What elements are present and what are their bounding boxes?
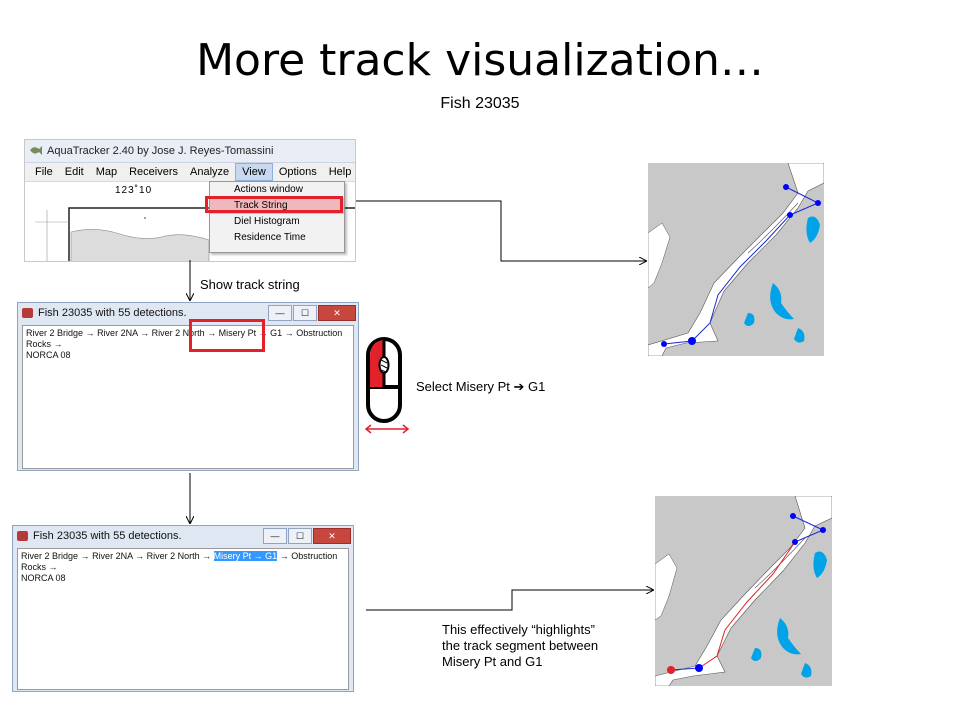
channel-water	[655, 496, 832, 686]
track-arrow: →	[48, 562, 58, 572]
track-arrow: →	[207, 328, 217, 338]
track-arrow: →	[202, 551, 212, 561]
receiver[interactable]	[790, 513, 796, 519]
fish-window-icon	[22, 308, 33, 318]
receiver[interactable]	[783, 184, 789, 190]
receiver[interactable]	[787, 212, 793, 218]
menu-item-actions-window[interactable]: Actions window	[234, 184, 303, 195]
select-segment-note: Select Misery Pt ➔ G1 ➔	[416, 379, 546, 394]
track-station[interactable]: River 2 Bridge	[21, 551, 79, 561]
fish-track	[792, 515, 824, 543]
track-arrow: →	[53, 339, 63, 349]
menubar: File Edit Map Receivers Analyze View Opt…	[25, 163, 355, 182]
show-track-string-note: Show track string	[200, 277, 300, 292]
minimize-button[interactable]: —	[268, 305, 292, 321]
window-controls: — ☐ ✕	[267, 305, 356, 321]
lake	[744, 313, 755, 326]
receiver[interactable]	[661, 341, 667, 347]
highlighted-track-segment	[698, 541, 796, 669]
minimize-button[interactable]: —	[263, 528, 287, 544]
lake	[813, 551, 827, 578]
close-button[interactable]: ✕	[318, 305, 356, 321]
aquatracker-window: AquaTracker 2.40 by Jose J. Reyes-Tomass…	[24, 139, 356, 262]
lake	[794, 328, 805, 343]
receiver-misery-pt[interactable]	[695, 664, 703, 672]
menu-view[interactable]: View	[235, 163, 273, 181]
segment-highlight-box	[189, 319, 265, 352]
track-map-full[interactable]	[648, 163, 824, 356]
menu-receivers[interactable]: Receivers	[129, 166, 179, 178]
menu-item-residence-time[interactable]: Residence Time	[234, 232, 306, 243]
menu-item-diel-histogram[interactable]: Diel Histogram	[234, 216, 300, 227]
receiver[interactable]	[820, 527, 826, 533]
maximize-button[interactable]: ☐	[288, 528, 312, 544]
receiver-g1[interactable]	[792, 539, 798, 545]
aquatracker-titlebar: AquaTracker 2.40 by Jose J. Reyes-Tomass…	[25, 140, 355, 163]
track-station[interactable]: River 2 Bridge	[26, 328, 84, 338]
track-station[interactable]: NORCA 08	[21, 573, 66, 583]
track-arrow: →	[140, 328, 150, 338]
fish-window-titlebar: Fish 23035 with 55 detections. — ☐ ✕	[13, 526, 353, 546]
track-station[interactable]: River 2 North	[151, 328, 205, 338]
track-segment-misery-g1-selected[interactable]: Misery Pt → G1	[213, 551, 278, 561]
track-arrow: →	[85, 328, 95, 338]
fish-detections-window-highlighted: Fish 23035 with 55 detections. — ☐ ✕ Riv…	[12, 525, 354, 692]
track-map-highlighted[interactable]	[655, 496, 832, 686]
track-station[interactable]: Obstruction Rocks	[21, 551, 338, 572]
track-arrow: →	[284, 328, 294, 338]
track-station[interactable]: NORCA 08	[26, 350, 71, 360]
lake	[777, 618, 801, 655]
menu-options[interactable]: Options	[278, 166, 317, 178]
fish-window-title: Fish 23035 with 55 detections.	[33, 530, 182, 542]
menu-analyze[interactable]: Analyze	[190, 166, 230, 178]
slide-subtitle: Fish 23035	[440, 95, 520, 112]
track-station[interactable]: River 2NA	[92, 551, 133, 561]
slide-title: More track visualization…	[196, 35, 764, 86]
lake	[751, 648, 762, 661]
track-string-highlight-box	[205, 196, 343, 213]
lake	[806, 216, 820, 243]
track-arrow: →	[135, 551, 145, 561]
track-string-text[interactable]: River 2 Bridge → River 2NA → River 2 Nor…	[22, 325, 354, 469]
menu-map[interactable]: Map	[95, 166, 118, 178]
fish-window-titlebar: Fish 23035 with 55 detections. — ☐ ✕	[18, 303, 358, 323]
view-menu-dropdown: Actions window Track String Diel Histogr…	[209, 181, 345, 253]
maximize-button[interactable]: ☐	[293, 305, 317, 321]
aquatracker-title: AquaTracker 2.40 by Jose J. Reyes-Tomass…	[47, 145, 274, 157]
menu-help[interactable]: Help	[328, 166, 352, 178]
fish-window-title: Fish 23035 with 55 detections.	[38, 307, 187, 319]
lake	[801, 663, 812, 678]
menu-edit[interactable]: Edit	[64, 166, 84, 178]
fish-icon	[30, 146, 42, 155]
channel-water	[648, 163, 824, 356]
window-controls: — ☐ ✕	[262, 528, 351, 544]
track-station[interactable]: River 2 North	[146, 551, 200, 561]
track-station[interactable]: Obstruction Rocks	[26, 328, 343, 349]
track-arrow: →	[279, 551, 289, 561]
lake	[770, 283, 794, 320]
receiver[interactable]	[815, 200, 821, 206]
track-segment-misery-g1[interactable]: Misery Pt → G1	[218, 328, 283, 338]
track-string-text[interactable]: River 2 Bridge → River 2NA → River 2 Nor…	[17, 548, 349, 690]
fish-detections-window: Fish 23035 with 55 detections. — ☐ ✕ Riv…	[17, 302, 359, 471]
map-coordinate-label: 123˚10	[115, 185, 153, 196]
menu-file[interactable]: File	[35, 166, 53, 178]
close-button[interactable]: ✕	[313, 528, 351, 544]
track-station[interactable]: River 2NA	[97, 328, 138, 338]
track-arrow: →	[80, 551, 90, 561]
highlight-explanation-note: This effectively “highlights” the track …	[442, 622, 599, 669]
fish-window-icon	[17, 531, 28, 541]
receiver-highlighted[interactable]	[667, 666, 675, 674]
mouse-left-click-icon	[364, 337, 410, 434]
receiver[interactable]	[688, 337, 696, 345]
